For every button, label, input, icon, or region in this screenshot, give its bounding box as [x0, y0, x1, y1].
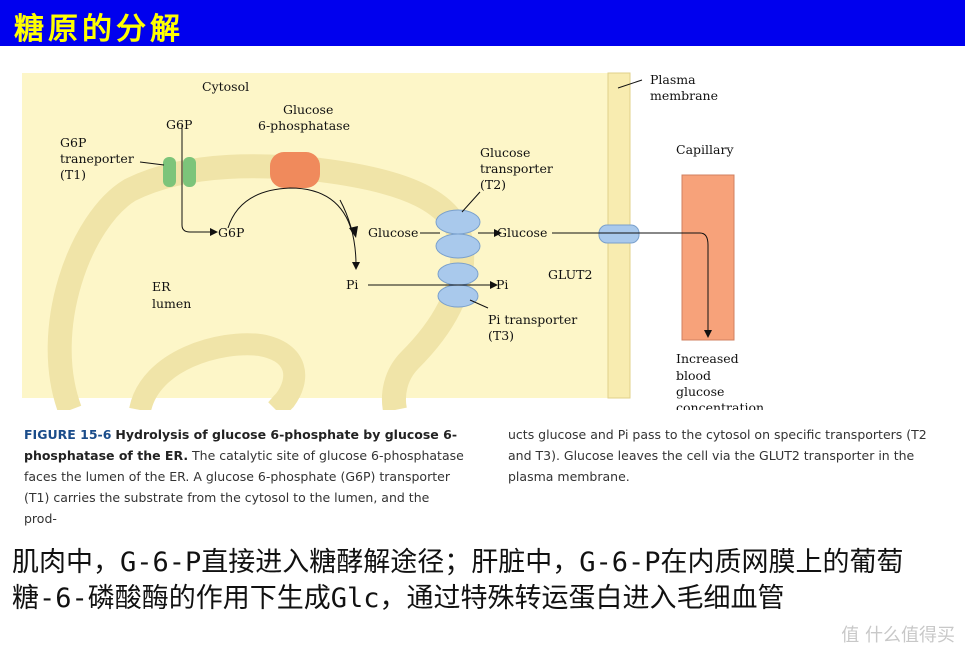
- er-lumen-label-2: lumen: [152, 296, 191, 311]
- figure-caption-right: ucts glucose and Pi pass to the cytosol …: [508, 424, 948, 487]
- watermark: 值 什么值得买: [841, 625, 955, 646]
- g6p-transporter-t1-left: [163, 157, 176, 187]
- plasma-membrane-label-2: membrane: [650, 88, 718, 103]
- t2-pointer: [461, 191, 481, 213]
- figure-label: FIGURE 15-6: [24, 427, 112, 442]
- caption-left-rest: The catalytic site of glucose 6-phosphat…: [24, 448, 464, 526]
- t1-label-1: G6P: [60, 135, 86, 150]
- cytosol-region: [22, 73, 622, 398]
- pi-transporter-t3-top: [437, 262, 479, 286]
- g6p-lumen-label: G6P: [218, 225, 244, 240]
- er-membrane: [47, 154, 475, 410]
- glucose-right-label: Glucose: [497, 225, 547, 240]
- t1-label-2: traneporter: [60, 151, 134, 166]
- t2-label-1: Glucose: [480, 145, 530, 160]
- g6p-transporter-t1-right: [183, 157, 196, 187]
- t1-pointer: [139, 161, 165, 166]
- arrowheads: [210, 226, 712, 338]
- summary-text: 肌肉中，G-6-P直接进入糖酵解途径；肝脏中，G-6-P在内质网膜上的葡萄糖-6…: [12, 547, 904, 614]
- er-glucose-diagram: Cytosol Plasma membrane Glucose 6-phosph…: [22, 72, 764, 410]
- increased-label-3: glucose: [676, 384, 724, 399]
- glucose-left-label: Glucose: [368, 225, 418, 240]
- glucose-6-phosphatase-enzyme: [270, 152, 320, 188]
- title-bar: 糖原的分解: [0, 0, 965, 47]
- capillary-label: Capillary: [676, 142, 734, 157]
- increased-label-4: concentration: [676, 400, 764, 410]
- g6p-top-label: G6P: [166, 117, 192, 132]
- t2-label-3: (T2): [480, 177, 506, 192]
- t1-label-3: (T1): [60, 167, 86, 182]
- pathway-arrows: [139, 79, 709, 332]
- increased-label-2: blood: [676, 368, 711, 383]
- t3-label-2: (T3): [488, 328, 514, 343]
- plasma-membrane-label-1: Plasma: [650, 72, 696, 87]
- cytosol-label: Cytosol: [202, 79, 249, 94]
- pi-right-label: Pi: [496, 277, 508, 292]
- phosphatase-label-2: 6-phosphatase: [258, 118, 350, 133]
- er-lumen-label-1: ER: [152, 279, 171, 294]
- hydrolysis-arrow: [227, 187, 353, 233]
- phosphatase-label-1: Glucose: [283, 102, 333, 117]
- figure-caption-left: FIGURE 15-6 Hydrolysis of glucose 6-phos…: [24, 424, 464, 529]
- pi-transporter-t3-bottom: [437, 284, 479, 308]
- caption-bold: Hydrolysis of glucose 6-phosphate by glu…: [24, 427, 458, 463]
- slide-title: 糖原的分解: [14, 12, 184, 47]
- glucose-to-capillary-arrow: [552, 232, 709, 332]
- membrane-pointer: [617, 79, 643, 89]
- glut2-label: GLUT2: [548, 267, 592, 282]
- glucose-transporter-t2-bottom: [435, 233, 481, 259]
- pi-left-label: Pi: [346, 277, 358, 292]
- increased-label-1: Increased: [676, 351, 739, 366]
- glut2-transporter: [598, 224, 640, 244]
- t2-label-2: transporter: [480, 161, 553, 176]
- glucose-transporter-t2-top: [435, 209, 481, 235]
- t3-label-1: Pi transporter: [488, 312, 577, 327]
- t3-pointer: [469, 299, 489, 309]
- caption-right-text: ucts glucose and Pi pass to the cytosol …: [508, 427, 927, 484]
- er-membrane-inner: [129, 333, 306, 410]
- g6p-entry-arrow: [181, 125, 210, 233]
